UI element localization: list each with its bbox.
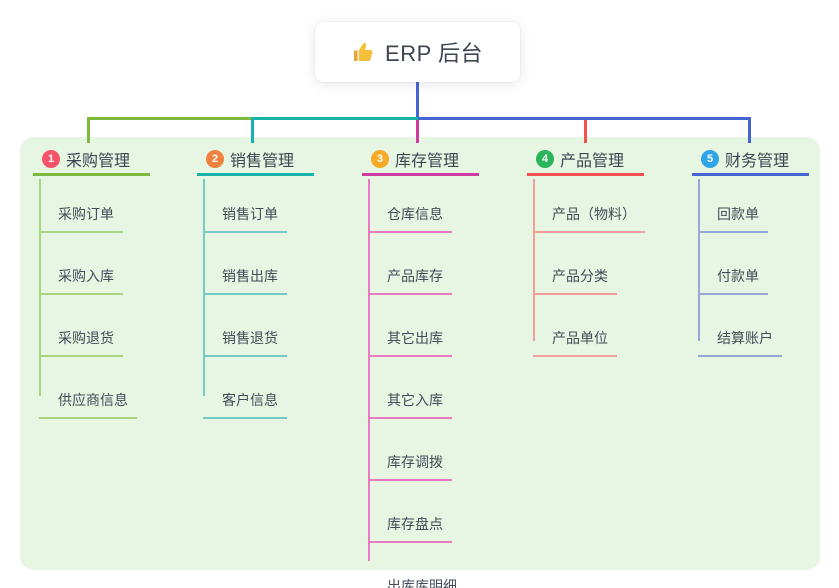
node-item: 回款单 — [698, 176, 768, 233]
node-item: 库存盘点 — [368, 481, 452, 543]
node-item: 出库库明细 — [368, 543, 466, 588]
node-item: 其它出库 — [368, 295, 452, 357]
branch-number-badge: 5 — [701, 150, 719, 168]
node-item: 其它入库 — [368, 357, 452, 419]
node-item: 仓库信息 — [368, 176, 452, 233]
branch-vertical-line — [533, 179, 535, 341]
drop-line-branch-2 — [251, 117, 254, 143]
branch-label: 财务管理 — [725, 153, 790, 170]
branch-number-badge: 1 — [42, 150, 60, 168]
branch-number-badge: 4 — [536, 150, 554, 168]
node-item: 采购退货 — [39, 295, 123, 357]
branch-label: 销售管理 — [230, 153, 295, 170]
branch-number-badge: 2 — [206, 150, 224, 168]
node-item: 销售退货 — [203, 295, 287, 357]
thumbs-up-icon — [354, 43, 373, 61]
bus-line-left-teal — [251, 117, 418, 120]
branch-header: 1 采购管理 — [33, 145, 150, 176]
branch-header: 5 财务管理 — [692, 145, 809, 176]
node-item: 采购入库 — [39, 233, 123, 295]
node-item: 采购订单 — [39, 176, 123, 233]
bus-line-right-blue — [418, 117, 751, 120]
node-item: 产品分类 — [533, 233, 617, 295]
branches-panel — [20, 137, 820, 570]
node-item: 供应商信息 — [39, 357, 137, 419]
branch-sales: 2 销售管理 销售订单 销售出库 销售退货 客户信息 — [197, 145, 314, 419]
node-item: 产品库存 — [368, 233, 452, 295]
branch-vertical-line — [39, 179, 41, 396]
branch-procurement: 1 采购管理 采购订单 采购入库 采购退货 供应商信息 — [33, 145, 150, 419]
node-item: 库存调拨 — [368, 419, 452, 481]
branch-header: 2 销售管理 — [197, 145, 314, 176]
root-title: ERP 后台 — [385, 41, 483, 66]
root-node: ERP 后台 — [315, 22, 520, 82]
branch-label: 产品管理 — [560, 153, 625, 170]
root-drop-line — [416, 82, 419, 120]
drop-line-branch-1 — [87, 117, 90, 143]
branch-inventory: 3 库存管理 仓库信息 产品库存 其它出库 其它入库 库存调拨 库存盘点 出库库… — [362, 145, 479, 588]
branch-header: 4 产品管理 — [527, 145, 644, 176]
node-item: 客户信息 — [203, 357, 287, 419]
node-item: 付款单 — [698, 233, 768, 295]
drop-line-branch-5 — [748, 117, 751, 143]
branch-header: 3 库存管理 — [362, 145, 479, 176]
node-item: 产品单位 — [533, 295, 617, 357]
branch-label: 采购管理 — [66, 153, 131, 170]
branch-vertical-line — [368, 179, 370, 561]
branch-number-badge: 3 — [371, 150, 389, 168]
branch-product: 4 产品管理 产品（物料） 产品分类 产品单位 — [527, 145, 645, 357]
drop-line-branch-3 — [416, 120, 419, 143]
branch-vertical-line — [203, 179, 205, 396]
node-item: 销售出库 — [203, 233, 287, 295]
drop-line-branch-4 — [584, 120, 587, 143]
branch-label: 库存管理 — [395, 153, 460, 170]
branch-vertical-line — [698, 179, 700, 341]
node-item: 销售订单 — [203, 176, 287, 233]
branch-finance: 5 财务管理 回款单 付款单 结算账户 — [692, 145, 809, 357]
node-item: 结算账户 — [698, 295, 782, 357]
node-item: 产品（物料） — [533, 176, 645, 233]
